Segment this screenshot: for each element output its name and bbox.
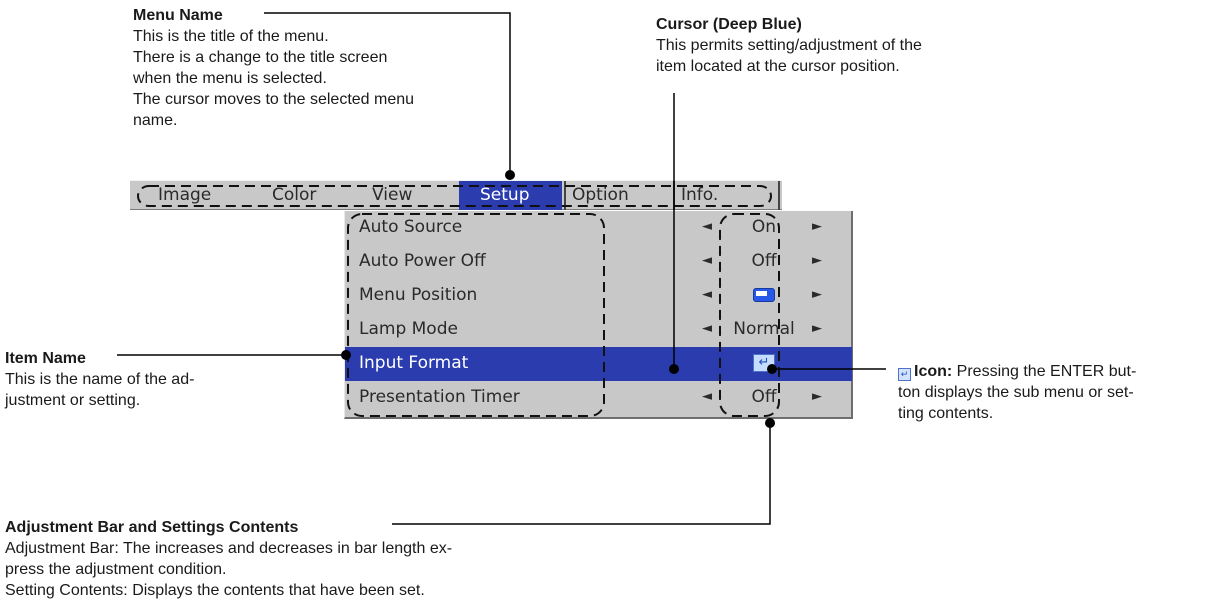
menu-name-dot (505, 170, 515, 180)
icon-annotation-line-1: ↵Icon: Pressing the ENTER but- (898, 361, 1136, 382)
tab-option-label: Option (572, 185, 629, 205)
menu-name-heading: Menu Name (133, 7, 223, 24)
tab-image-label: Image (158, 185, 212, 205)
item-name-text-2: justment or setting. (5, 392, 141, 409)
item-label: Auto Source (359, 217, 463, 237)
cursor-heading: Cursor (Deep Blue) (656, 16, 802, 33)
menu-item-auto-power-off[interactable]: Auto Power Off ◄ Off ► (345, 245, 852, 279)
tab-setup[interactable]: Setup (459, 181, 562, 210)
item-label: Lamp Mode (359, 319, 458, 339)
right-arrow-icon[interactable]: ► (812, 219, 822, 234)
settings-panel: Auto Source ◄ On ► Auto Power Off ◄ Off … (344, 211, 853, 419)
item-label: Menu Position (359, 285, 478, 305)
tab-color[interactable]: Color (266, 181, 366, 210)
adjustment-heading: Adjustment Bar and Settings Contents (5, 519, 299, 536)
left-arrow-icon[interactable]: ◄ (702, 321, 712, 336)
menu-position-icon (753, 288, 775, 302)
item-value (723, 285, 805, 305)
item-name-text-1: This is the name of the ad- (5, 371, 195, 388)
adjustment-annotation: Adjustment Bar and Settings Contents Adj… (5, 517, 452, 601)
item-name-annotation: Item Name This is the name of the ad- ju… (5, 348, 194, 411)
menu-item-lamp-mode[interactable]: Lamp Mode ◄ Normal ► (345, 313, 852, 347)
adjustment-text-2: press the adjustment condition. (5, 561, 227, 578)
tab-divider (778, 181, 780, 210)
item-value: Off (751, 387, 777, 407)
adjustment-leader (392, 423, 771, 525)
tab-color-label: Color (272, 185, 317, 205)
menu-item-presentation-timer[interactable]: Presentation Timer ◄ Off ► (345, 381, 852, 415)
tab-info-label: Info. (681, 185, 719, 205)
tab-view-label: View (372, 185, 413, 205)
menu-name-text-5: name. (133, 112, 178, 129)
adjustment-text-3: Setting Contents: Displays the contents … (5, 582, 425, 599)
tab-info[interactable]: Info. (675, 181, 770, 210)
menu-name-text-2: There is a change to the title screen (133, 49, 388, 66)
item-value: Off (751, 251, 777, 271)
menu-name-text-4: The cursor moves to the selected menu (133, 91, 415, 108)
left-arrow-icon[interactable]: ◄ (702, 253, 712, 268)
item-value: On (751, 217, 777, 237)
left-arrow-icon[interactable]: ◄ (702, 219, 712, 234)
icon-text-0: Pressing the ENTER but- (952, 363, 1137, 380)
item-label: Auto Power Off (359, 251, 486, 271)
adjustment-dot (765, 418, 775, 428)
menu-name-text-1: This is the title of the menu. (133, 28, 329, 45)
icon-heading: Icon: (914, 363, 953, 380)
icon-text-2: ting contents. (898, 405, 994, 422)
enter-icon[interactable]: ↵ (753, 354, 775, 372)
item-value: ↵ (723, 353, 805, 373)
item-label: Presentation Timer (359, 387, 520, 407)
enter-icon: ↵ (898, 368, 911, 381)
right-arrow-icon[interactable]: ► (812, 253, 822, 268)
cursor-text-2: item located at the cursor position. (656, 58, 900, 75)
left-arrow-icon[interactable]: ◄ (702, 287, 712, 302)
icon-annotation: ↵Icon: Pressing the ENTER but- ton displ… (898, 361, 1136, 424)
right-arrow-icon[interactable]: ► (812, 321, 822, 336)
tab-setup-label: Setup (480, 185, 530, 205)
item-value: Normal (733, 319, 795, 339)
left-arrow-icon[interactable]: ◄ (702, 389, 712, 404)
right-arrow-icon[interactable]: ► (812, 389, 822, 404)
tab-option[interactable]: Option (566, 181, 666, 210)
item-name-heading: Item Name (5, 350, 86, 367)
icon-text-1: ton displays the sub menu or set- (898, 384, 1134, 401)
adjustment-text-1: Adjustment Bar: The increases and decrea… (5, 540, 453, 557)
item-label: Input Format (359, 353, 469, 373)
menu-name-annotation: Menu Name This is the title of the menu.… (133, 5, 414, 131)
menu-item-auto-source[interactable]: Auto Source ◄ On ► (345, 211, 852, 245)
right-arrow-icon[interactable]: ► (812, 287, 822, 302)
cursor-annotation: Cursor (Deep Blue) This permits setting/… (656, 14, 922, 77)
menu-item-menu-position[interactable]: Menu Position ◄ ► (345, 279, 852, 313)
tab-image[interactable]: Image (152, 181, 252, 210)
menu-item-input-format[interactable]: Input Format ↵ (345, 347, 852, 381)
cursor-text-1: This permits setting/adjustment of the (656, 37, 922, 54)
menu-bar: Image Color View Setup Option Info. (130, 180, 782, 210)
menu-name-text-3: when the menu is selected. (133, 70, 327, 87)
tab-view[interactable]: View (366, 181, 456, 210)
